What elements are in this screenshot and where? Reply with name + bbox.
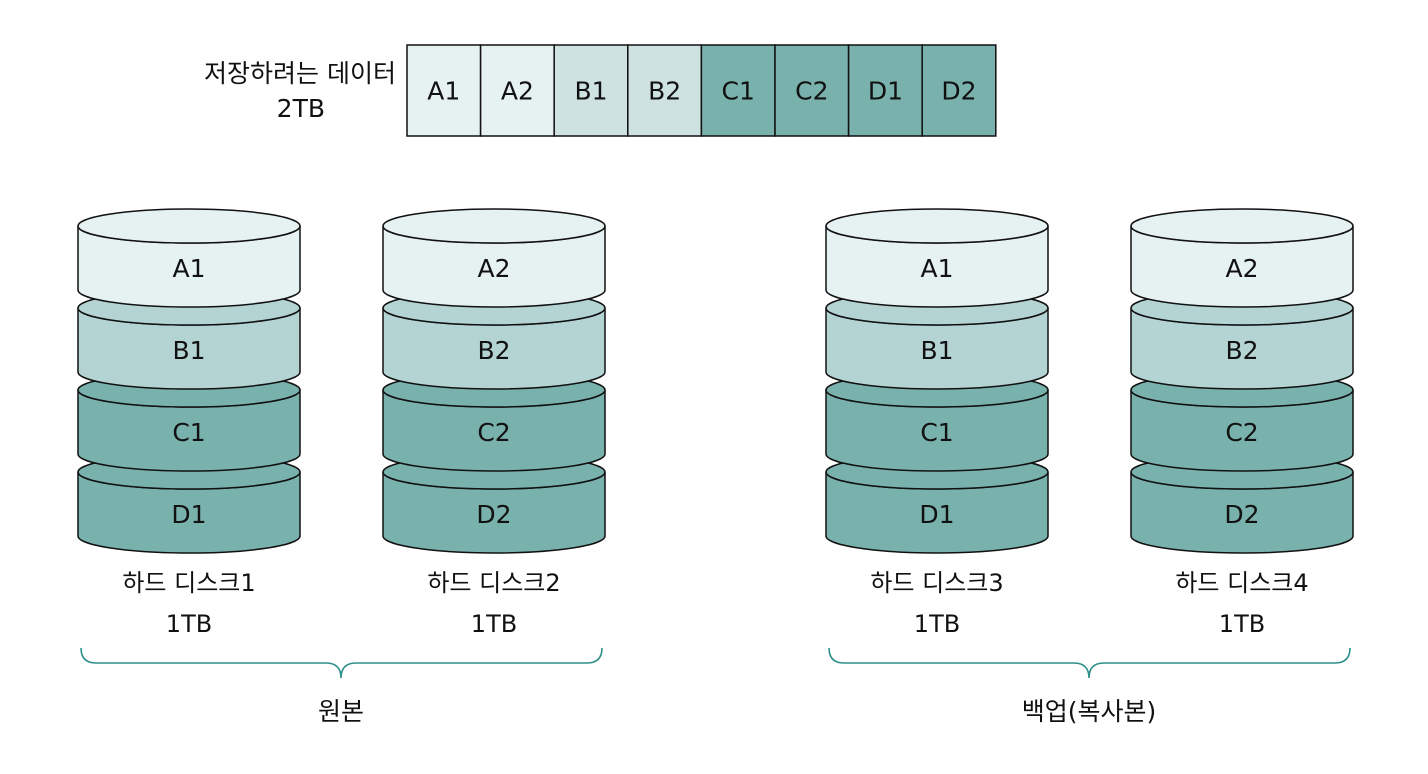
brace-backup [828,647,1351,679]
data-block [553,44,629,137]
disk-stack-2: D2 C2 B2 A2 [382,208,606,554]
disk-segment-label: A2 [477,254,510,283]
disk-segment-label: A1 [172,254,205,283]
data-block-label: A1 [427,77,460,106]
data-block [847,44,923,137]
disk-1-name: 하드 디스크1 [122,569,255,597]
disk-segment-label: B2 [1225,336,1258,365]
brace-original [80,647,603,679]
disk-stack-1: D1 C1 B1 A1 [77,208,301,554]
group-label-backup: 백업(복사본) [1022,697,1157,726]
data-block-label: A2 [501,77,534,106]
group-label-original: 원본 [318,697,364,726]
disk-2-capacity: 1TB [471,610,517,638]
data-block-label: B2 [648,77,681,106]
data-block-label: D2 [941,77,976,106]
data-block-label: C1 [722,77,755,106]
disk-4-capacity: 1TB [1219,610,1265,638]
disk-segment-label: C2 [1225,418,1258,447]
disk-4-name: 하드 디스크4 [1175,569,1308,597]
disk-segment-top [77,208,301,244]
disk-3-name: 하드 디스크3 [870,569,1003,597]
disk-segment-top [1130,208,1354,244]
disk-segment-label: B2 [477,336,510,365]
disk-segment-label: C1 [172,418,205,447]
data-strip: A1 A2 B1 B2 C1 C2 D1 D2 [406,44,997,137]
disk-2-name: 하드 디스크2 [427,569,560,597]
disk-segment-label: D2 [1224,500,1259,529]
disk-segment-label: C1 [920,418,953,447]
data-block [479,44,555,137]
data-block [700,44,776,137]
disk-stack-3: D1 C1 B1 A1 [825,208,1049,554]
disk-segment-top [382,208,606,244]
disk-segment-label: D1 [171,500,206,529]
disk-segment-label: A2 [1225,254,1258,283]
disk-segment-label: C2 [477,418,510,447]
data-block [921,44,997,137]
data-block-label: C2 [795,77,828,106]
data-block [406,44,482,137]
disk-3-capacity: 1TB [914,610,960,638]
disk-segment-label: D2 [476,500,511,529]
data-label-title: 저장하려는 데이터 [204,59,396,88]
data-block-label: D1 [868,77,903,106]
disk-stack-4: D2 C2 B2 A2 [1130,208,1354,554]
disk-1-capacity: 1TB [166,610,212,638]
data-label-size: 2TB [277,94,325,123]
disk-segment-label: B1 [172,336,205,365]
disk-segment-label: B1 [920,336,953,365]
disk-segment-label: A1 [920,254,953,283]
disk-segment-top [825,208,1049,244]
data-block-label: B1 [574,77,607,106]
disk-captions: 하드 디스크1 1TB 하드 디스크2 1TB 하드 디스크3 1TB 하드 디… [122,569,1308,638]
data-block [774,44,850,137]
data-label: 저장하려는 데이터 2TB [204,59,396,123]
disk-segment-label: D1 [919,500,954,529]
